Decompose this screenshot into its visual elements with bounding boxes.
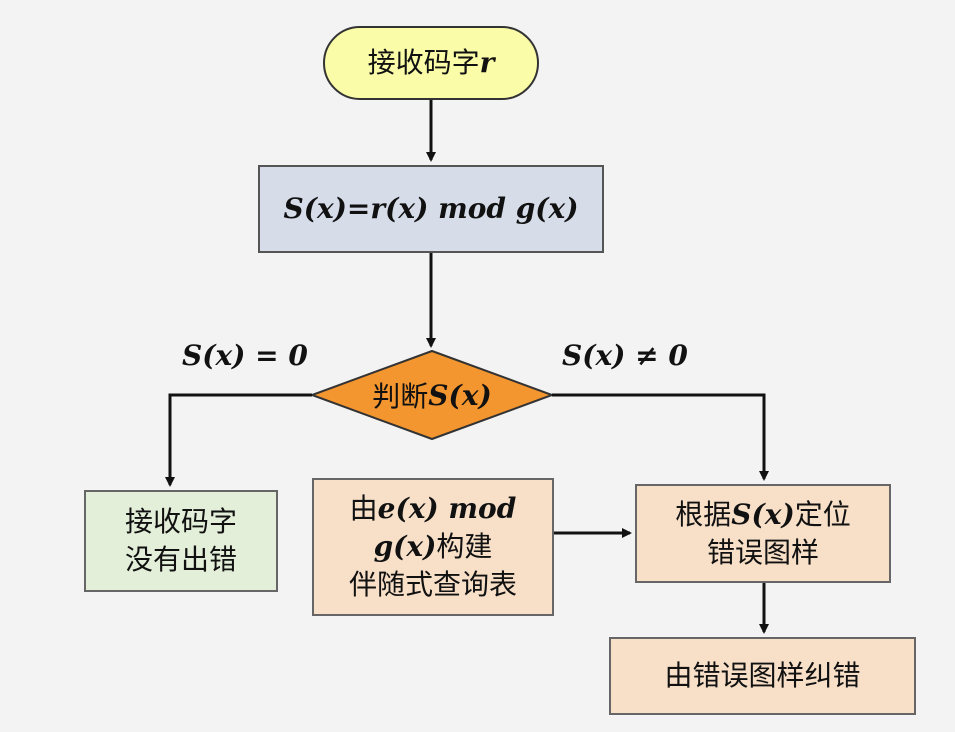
arrow-decision-to-locate	[552, 393, 769, 481]
edge-label-nonzero: S(x) ≠ 0	[562, 339, 688, 372]
arrow-decision-to-no-error	[165, 393, 312, 487]
syndrome-table-node: 由e(x) mod g(x)构建 伴随式查询表	[312, 478, 554, 616]
syndrome-calc-node: S(x)=r(x) mod g(x)	[258, 165, 604, 253]
start-node: 接收码字r	[323, 26, 539, 100]
edge-label-zero: S(x) = 0	[182, 339, 308, 372]
correct-error-node: 由错误图样纠错	[609, 637, 916, 715]
syndrome-formula: S(x)=r(x) mod g(x)	[283, 192, 579, 226]
start-node-text: 接收码字r	[367, 46, 495, 80]
decision-diamond	[309, 349, 555, 441]
locate-error-node: 根据S(x)定位 错误图样	[635, 484, 891, 583]
no-error-node: 接收码字 没有出错	[84, 490, 278, 592]
